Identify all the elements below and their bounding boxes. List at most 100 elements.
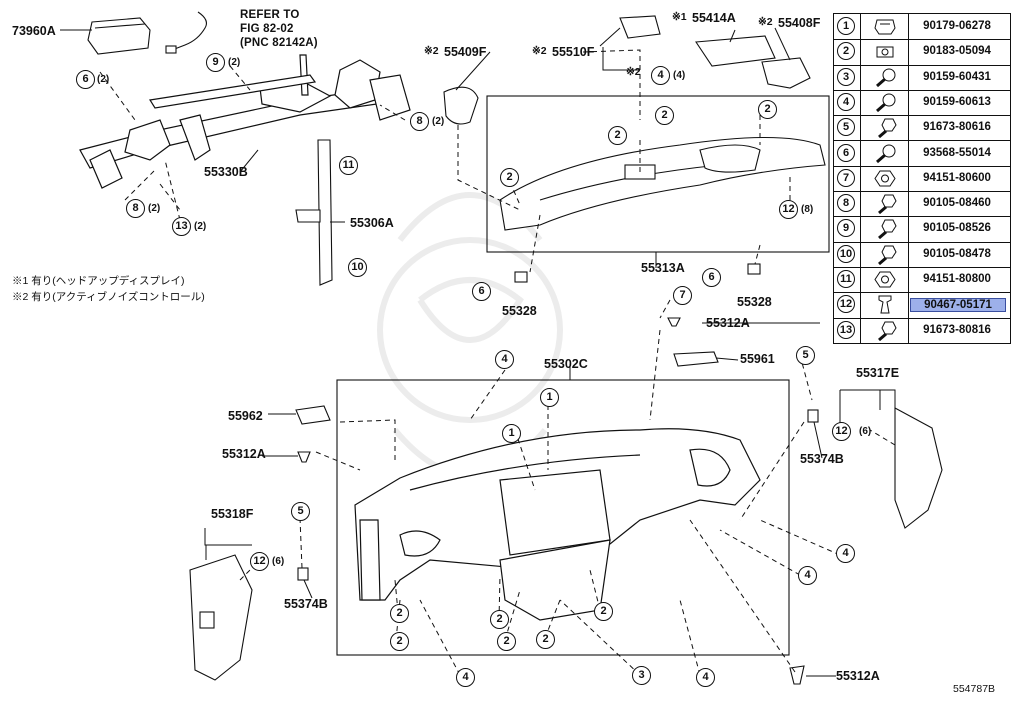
callout-12-right: 12 — [832, 422, 851, 441]
legend-part-number[interactable]: 94151-80600 — [923, 171, 991, 184]
legend-row: 2 90183-05094 — [834, 39, 1010, 66]
nut-icon — [865, 269, 905, 290]
callout-2-b: 2 — [608, 126, 627, 145]
legend-part-number[interactable]: 94151-80800 — [923, 273, 991, 285]
side-cover-55317E — [894, 407, 943, 529]
legend-row: 13 91673-80816 — [834, 318, 1010, 343]
legend-callout-number: 2 — [837, 42, 855, 61]
callout-8-right: 8 — [410, 112, 429, 131]
main-panel-box — [336, 379, 790, 656]
legend-part-number[interactable]: 90183-05094 — [923, 45, 991, 58]
label-73960A: 73960A — [12, 24, 56, 38]
nut-icon — [865, 168, 905, 189]
label-55408F: 55408F — [778, 16, 821, 30]
callout-2-f: 2 — [390, 632, 409, 651]
legend-callout-number: 11 — [837, 270, 855, 288]
note-active-noise-control: ※2 有り(アクティブノイズコントロール) — [12, 291, 205, 303]
callout-11: 11 — [339, 156, 358, 175]
legend-callout-number: 3 — [837, 67, 855, 86]
label-55318F: 55318F — [211, 507, 254, 521]
airbag-module — [87, 17, 151, 55]
legend-part-number[interactable]: 90105-08460 — [923, 197, 991, 210]
callout-2-j: 2 — [594, 602, 613, 621]
legend-part-number[interactable]: 91673-80816 — [923, 323, 991, 336]
bolt-icon — [865, 320, 905, 341]
label-55961: 55961 — [740, 352, 775, 366]
bolt-icon — [865, 193, 905, 215]
label-55312A-bottom: 55312A — [836, 669, 880, 683]
clip-55328-right — [747, 263, 761, 275]
label-55414A: 55414A — [692, 11, 736, 25]
qty-9: (2) — [228, 57, 241, 68]
legend-part-number[interactable]: 91673-80616 — [923, 121, 991, 134]
upper-pad-box — [486, 95, 830, 253]
callout-4-bottom-left: 4 — [456, 668, 475, 687]
callout-7: 7 — [673, 286, 692, 305]
legend-callout-number: 4 — [837, 92, 855, 111]
legend-part-number[interactable]: 90467-05171 — [910, 298, 1006, 313]
figure-id: 554787B — [953, 683, 996, 695]
label-55317E: 55317E — [856, 366, 900, 380]
refer-to-line1: REFER TO — [240, 9, 300, 21]
qty-12-top: (8) — [801, 204, 814, 215]
legend-row: 11 94151-80800 — [834, 267, 1010, 294]
label-55306A: 55306A — [350, 216, 394, 230]
vent-55961 — [673, 351, 719, 367]
legend-callout-number: 8 — [837, 194, 855, 213]
callout-1-a: 1 — [540, 388, 559, 407]
label-55328-right: 55328 — [737, 295, 772, 309]
refer-to-line2: FIG 82-02 — [240, 23, 294, 35]
callout-5-left: 5 — [291, 502, 310, 521]
callout-2-g: 2 — [490, 610, 509, 629]
legend-part-number[interactable]: 90159-60431 — [923, 70, 991, 83]
note-mark-55408F: ※2 — [758, 16, 773, 28]
legend-part-number[interactable]: 90105-08478 — [923, 247, 991, 260]
fastener-55312A-top — [667, 317, 681, 327]
bolt-icon — [865, 218, 905, 240]
callout-12-top: 12 — [779, 200, 798, 219]
qty-8-right: (2) — [432, 116, 445, 127]
callout-6-right: 6 — [702, 268, 721, 287]
legend-row: 9 90105-08526 — [834, 216, 1010, 243]
label-55374B-right: 55374B — [800, 452, 844, 466]
qty-12-left: (6) — [272, 556, 285, 567]
legend-row: 3 90159-60431 — [834, 65, 1010, 91]
legend-part-number[interactable]: 93568-55014 — [923, 146, 991, 159]
legend-part-number[interactable]: 90159-60613 — [923, 95, 991, 108]
clip-55328-left — [514, 271, 528, 283]
clip-icon — [865, 294, 905, 315]
callout-12-left: 12 — [250, 552, 269, 571]
qty-4-top: (4) — [673, 70, 686, 81]
callout-4-right: 4 — [836, 544, 855, 563]
label-55374B-left: 55374B — [284, 597, 328, 611]
cover-55409F — [443, 86, 479, 125]
label-55962: 55962 — [228, 409, 263, 423]
legend-callout-number: 13 — [837, 320, 855, 339]
legend-part-number[interactable]: 90179-06278 — [923, 20, 991, 32]
label-55330B: 55330B — [204, 165, 248, 179]
brace-bracket — [317, 139, 333, 286]
instrument-panel — [354, 428, 761, 621]
legend-callout-number: 9 — [837, 219, 855, 238]
legend-part-number[interactable]: 90105-08526 — [923, 222, 991, 235]
screw-icon — [865, 143, 905, 164]
label-55409F: 55409F — [444, 45, 487, 59]
refer-to-line3: (PNC 82142A) — [240, 37, 318, 49]
callout-3: 3 — [632, 666, 651, 685]
wire-harness — [171, 11, 207, 51]
bracket-55374B-right — [807, 409, 819, 423]
cover-55510F — [619, 15, 661, 39]
callout-2-h: 2 — [497, 632, 516, 651]
legend-callout-number: 1 — [837, 17, 855, 35]
callout-2-c: 2 — [758, 100, 777, 119]
bolt-icon — [865, 117, 905, 139]
note-heads-up-display: ※1 有り(ヘッドアップディスプレイ) — [12, 275, 185, 287]
legend-callout-number: 10 — [837, 244, 855, 263]
callout-2-a: 2 — [655, 106, 674, 125]
u-nut-icon — [865, 41, 905, 62]
callout-4-right2: 4 — [798, 566, 817, 585]
label-55328-left: 55328 — [502, 304, 537, 318]
